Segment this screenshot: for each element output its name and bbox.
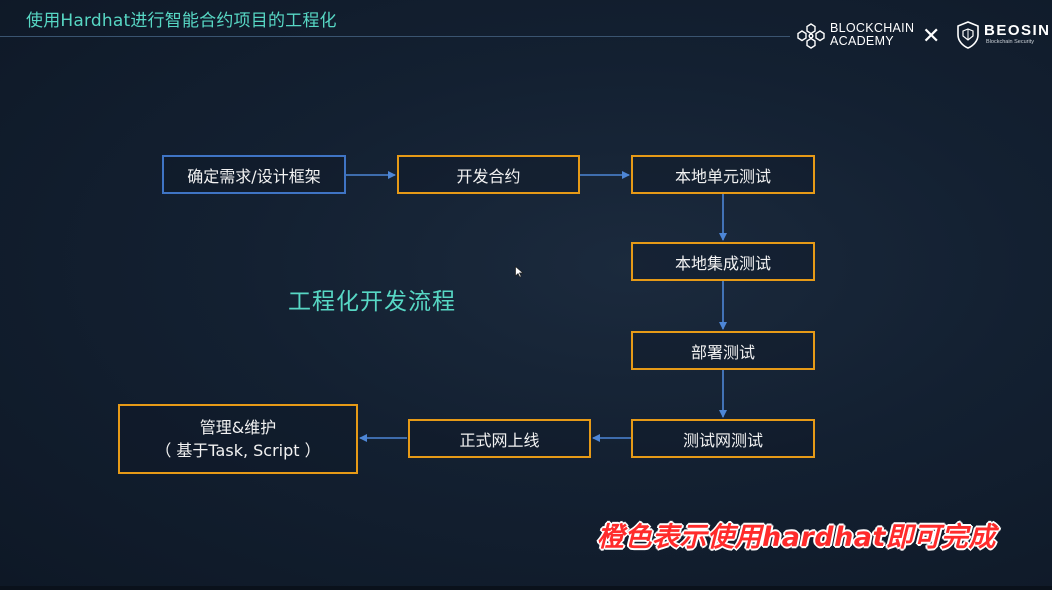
beosin-wordmark: BEOSIN — [984, 22, 1051, 39]
step-label: 测试网测试 — [682, 430, 763, 450]
diagram-center-label: 工程化开发流程 — [288, 289, 456, 315]
step-label-line2: （ 基于Task, Script ） — [155, 441, 321, 460]
beosin-name: BEOSIN Blockchain Security — [984, 23, 1051, 45]
step-label: 开发合约 — [456, 166, 521, 186]
bottom-edge-bar — [0, 586, 1052, 590]
step-deploy-test: 部署测试 — [631, 331, 815, 370]
step-label: 正式网上线 — [459, 430, 540, 450]
brand-banner: BLOCKCHAIN ACADEMY ✕ BEOSIN Blockchain S… — [796, 18, 1052, 52]
academy-line2: ACADEMY — [830, 34, 894, 48]
academy-line1: BLOCKCHAIN — [830, 21, 915, 35]
orange-legend-note: 橙色表示使用hardhat即可完成 — [597, 522, 996, 553]
mouse-cursor-icon — [515, 266, 524, 278]
step-label: 本地单元测试 — [674, 166, 771, 186]
title-divider — [0, 36, 790, 37]
blockchain-academy-logo-icon — [797, 23, 825, 49]
step-label-line1: 管理&维护 — [199, 418, 277, 437]
step-local-integration-test: 本地集成测试 — [631, 242, 815, 281]
step-requirements-design: 确定需求/设计框架 — [162, 155, 346, 194]
beosin-shield-icon — [957, 21, 979, 49]
blockchain-academy-name: BLOCKCHAIN ACADEMY — [830, 22, 914, 48]
step-management-maintenance: 管理&维护 （ 基于Task, Script ） — [118, 404, 358, 474]
step-develop-contract: 开发合约 — [397, 155, 580, 194]
beosin-tagline: Blockchain Security — [986, 39, 1034, 45]
step-label: 部署测试 — [690, 342, 755, 362]
step-label: 本地集成测试 — [674, 253, 771, 273]
step-mainnet-launch: 正式网上线 — [408, 419, 591, 458]
step-testnet-test: 测试网测试 — [631, 419, 815, 458]
step-local-unit-test: 本地单元测试 — [631, 155, 815, 194]
partnership-cross-icon: ✕ — [922, 24, 941, 49]
step-label: 确定需求/设计框架 — [187, 166, 321, 186]
slide-title: 使用Hardhat进行智能合约项目的工程化 — [26, 11, 337, 31]
